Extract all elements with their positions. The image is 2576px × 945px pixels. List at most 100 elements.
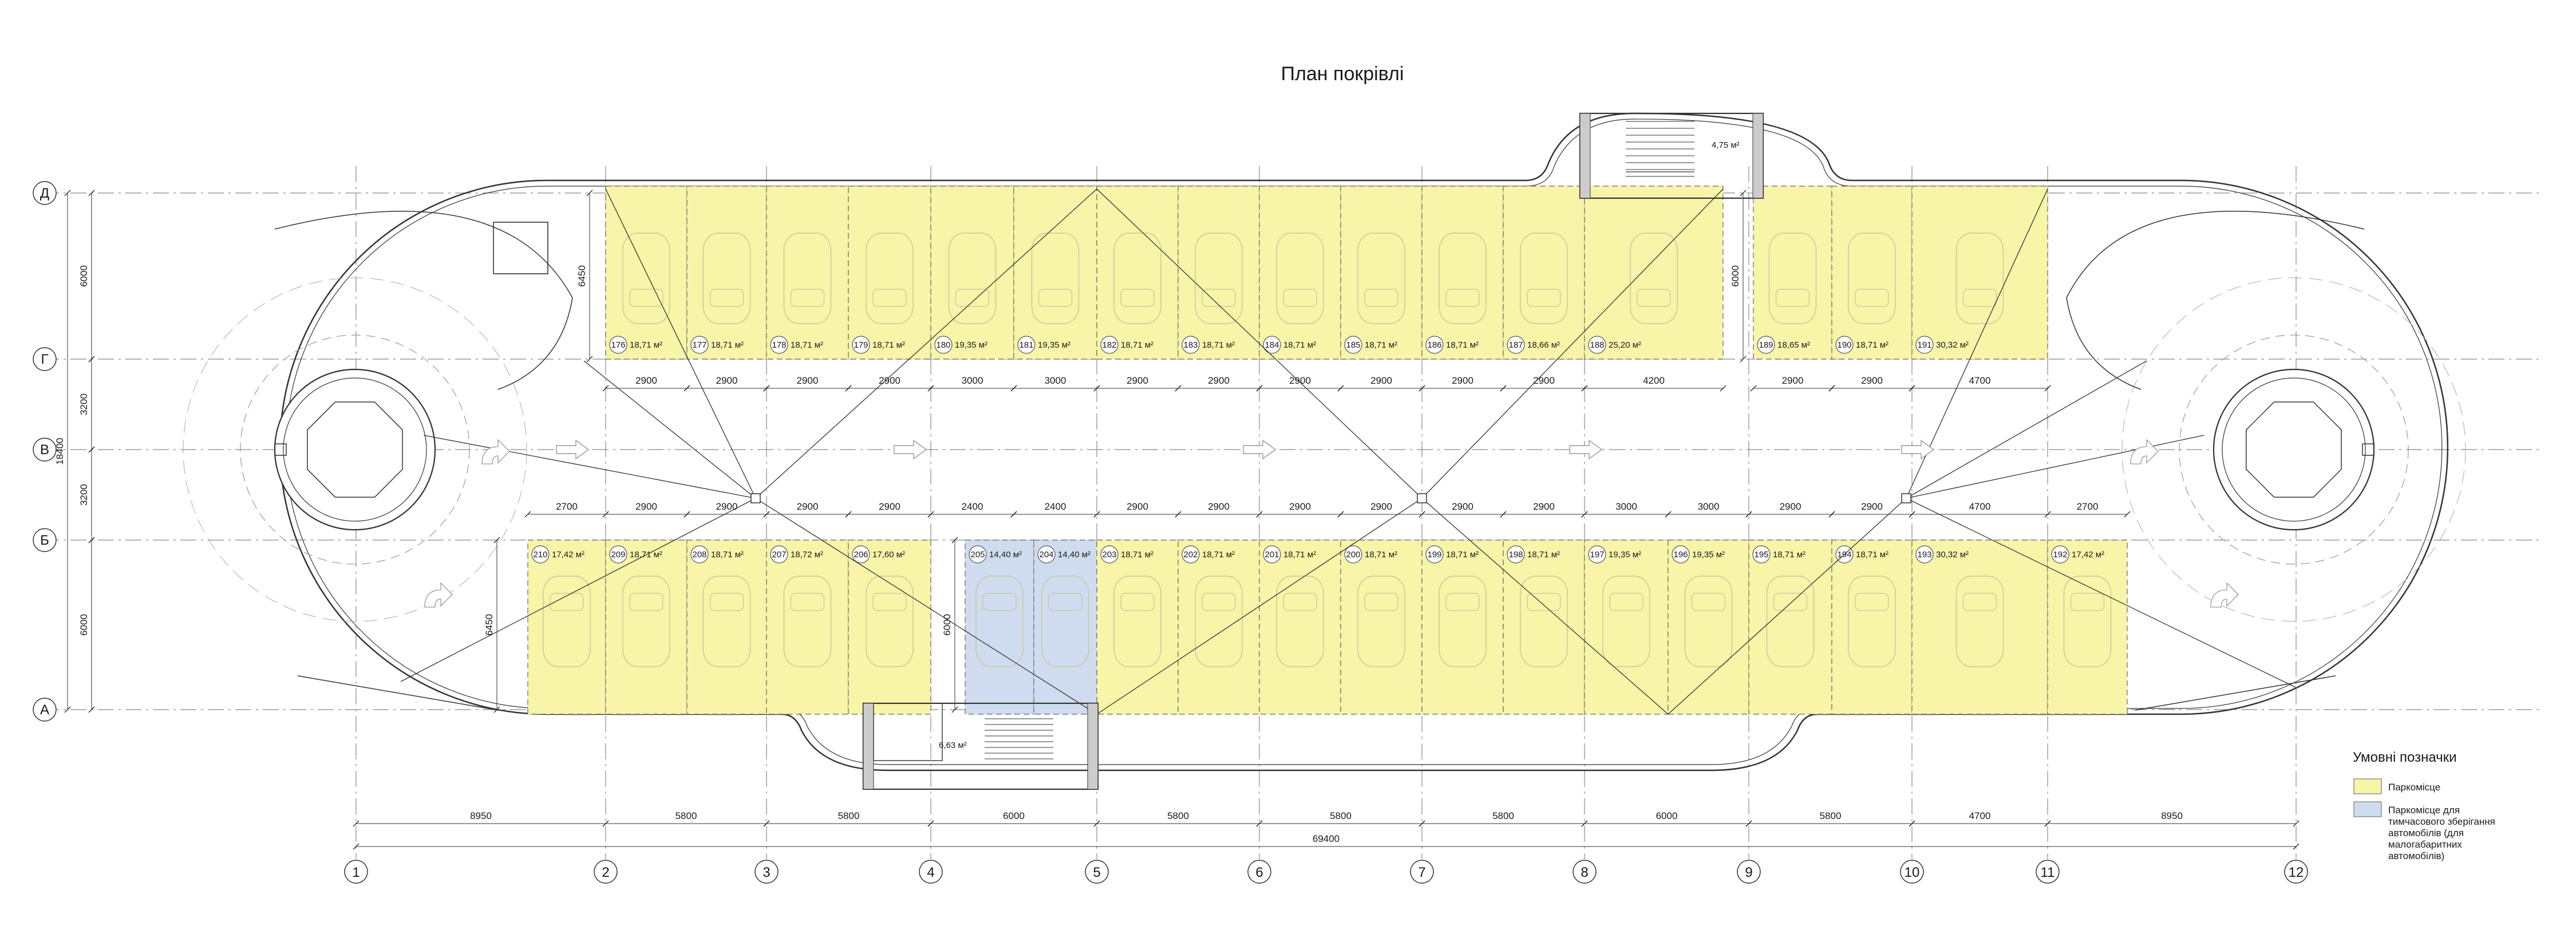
stairwells: 4,75 м²6,63 м² [493,112,1764,790]
beam-line [1096,188,1423,499]
ramp-column-block [2362,443,2374,456]
dimension-tick [2044,820,2051,827]
spot-area: 14,40 м² [989,550,1022,560]
direction-arrow [1901,439,1935,460]
parking-spot [1178,540,1260,715]
parking-spot [1033,540,1097,715]
car-outline [622,576,670,667]
dimension-tick [1093,820,1100,827]
car-outline [1195,576,1243,667]
spot-number: 196 [1673,550,1688,560]
parking-spot [527,540,606,715]
car-outline [1357,233,1405,324]
parking-spot [686,186,767,360]
spot-area: 18,71 м² [1446,340,1479,350]
spot-number-marker [2051,545,2069,564]
legend-label-temporary: малогабаритних [2388,839,2462,850]
car-window [1445,289,1480,307]
spot-number-marker [609,336,627,354]
spot-number: 197 [1590,550,1604,560]
spot-number: 187 [1508,340,1523,350]
spot-area: 30,32 м² [1936,550,1969,560]
dimension-tick [1720,385,1726,392]
spot-number-marker [852,336,870,354]
spot-number: 177 [692,340,706,350]
car-outline [1113,233,1161,324]
dimension-value: 6450 [576,265,587,287]
spot-area: 18,71 м² [1202,340,1235,350]
dimension-tick [2044,385,2051,392]
parking-spot [848,540,931,715]
dimension-tick [88,190,95,196]
direction-arrow [1243,439,1277,460]
ramp-core [274,368,436,531]
dimension-tick [2124,511,2131,518]
dimension-tick [1500,511,1507,518]
car-outline [702,576,751,667]
car-window [1637,289,1671,307]
dimension-tick [1909,385,1915,392]
ramp-wall [274,211,573,390]
spot-number: 184 [1265,340,1279,350]
spot-number: 182 [1102,340,1116,350]
dimension-tick [2044,511,2051,518]
car-window [629,289,663,307]
car-window [872,289,907,307]
spot-number: 204 [1039,550,1053,560]
car-window [550,593,584,611]
car-outline [1766,576,1815,667]
dimension-tick [88,356,95,363]
legend-swatch-regular [2353,778,2382,794]
stair-room [873,703,943,761]
dimension-tick [1581,511,1588,518]
car-outline [1041,576,1089,667]
legend-label-temporary: автомобілів) [2388,850,2444,861]
dimension-tick [1256,511,1263,518]
spot-number: 210 [533,550,547,560]
dimension-tick [1175,511,1182,518]
ramp-core [2212,368,2375,531]
spot-number: 180 [936,340,950,350]
axis-marker-numbered [754,860,779,884]
dimension-value: 4200 [1643,375,1665,386]
car-window [2070,593,2105,611]
axis-label-lettered: А [40,702,49,718]
parking-spot [605,540,688,715]
dimension-tick [1419,820,1425,827]
dimension-value: 4700 [1969,375,1991,386]
spot-area: 17,42 м² [2072,550,2104,560]
column-node [1417,493,1427,503]
car-outline [1031,233,1080,324]
spot-number-marker [1425,336,1444,354]
dimension-value: 2900 [716,375,738,386]
parking-spot [1584,186,1724,360]
car-outline [543,576,591,667]
axis-marker-numbered [1900,860,1924,884]
dimension-value: 6000 [1730,265,1741,287]
dimension-tick [683,385,690,392]
dimension-tick [1419,511,1425,518]
car-outline [1113,576,1161,667]
car-outline [866,233,914,324]
dimension-tick [1419,385,1425,392]
spot-number: 209 [611,550,625,560]
parking-spot [1503,186,1585,360]
dimension-value: 2900 [635,375,657,386]
spot-area: 18,65 м² [1777,340,1810,350]
axis-label-lettered: В [40,442,49,458]
car-outline [783,233,832,324]
spot-area: 18,71 м² [1856,340,1888,350]
parking-spot [1259,186,1341,360]
dimension-tick [763,511,770,518]
spot-number: 193 [1917,550,1931,560]
spot-area: 18,71 м² [791,340,823,350]
dimension-tick [64,190,71,196]
spot-area: 17,60 м² [872,550,905,560]
spot-area: 19,35 м² [955,340,987,350]
dimension-tick [1909,511,1915,518]
parking-spot [965,540,1034,715]
stair-wall [863,703,874,790]
beam-line [605,188,756,499]
car-window [1962,593,1997,611]
dimension-tick [493,537,500,544]
